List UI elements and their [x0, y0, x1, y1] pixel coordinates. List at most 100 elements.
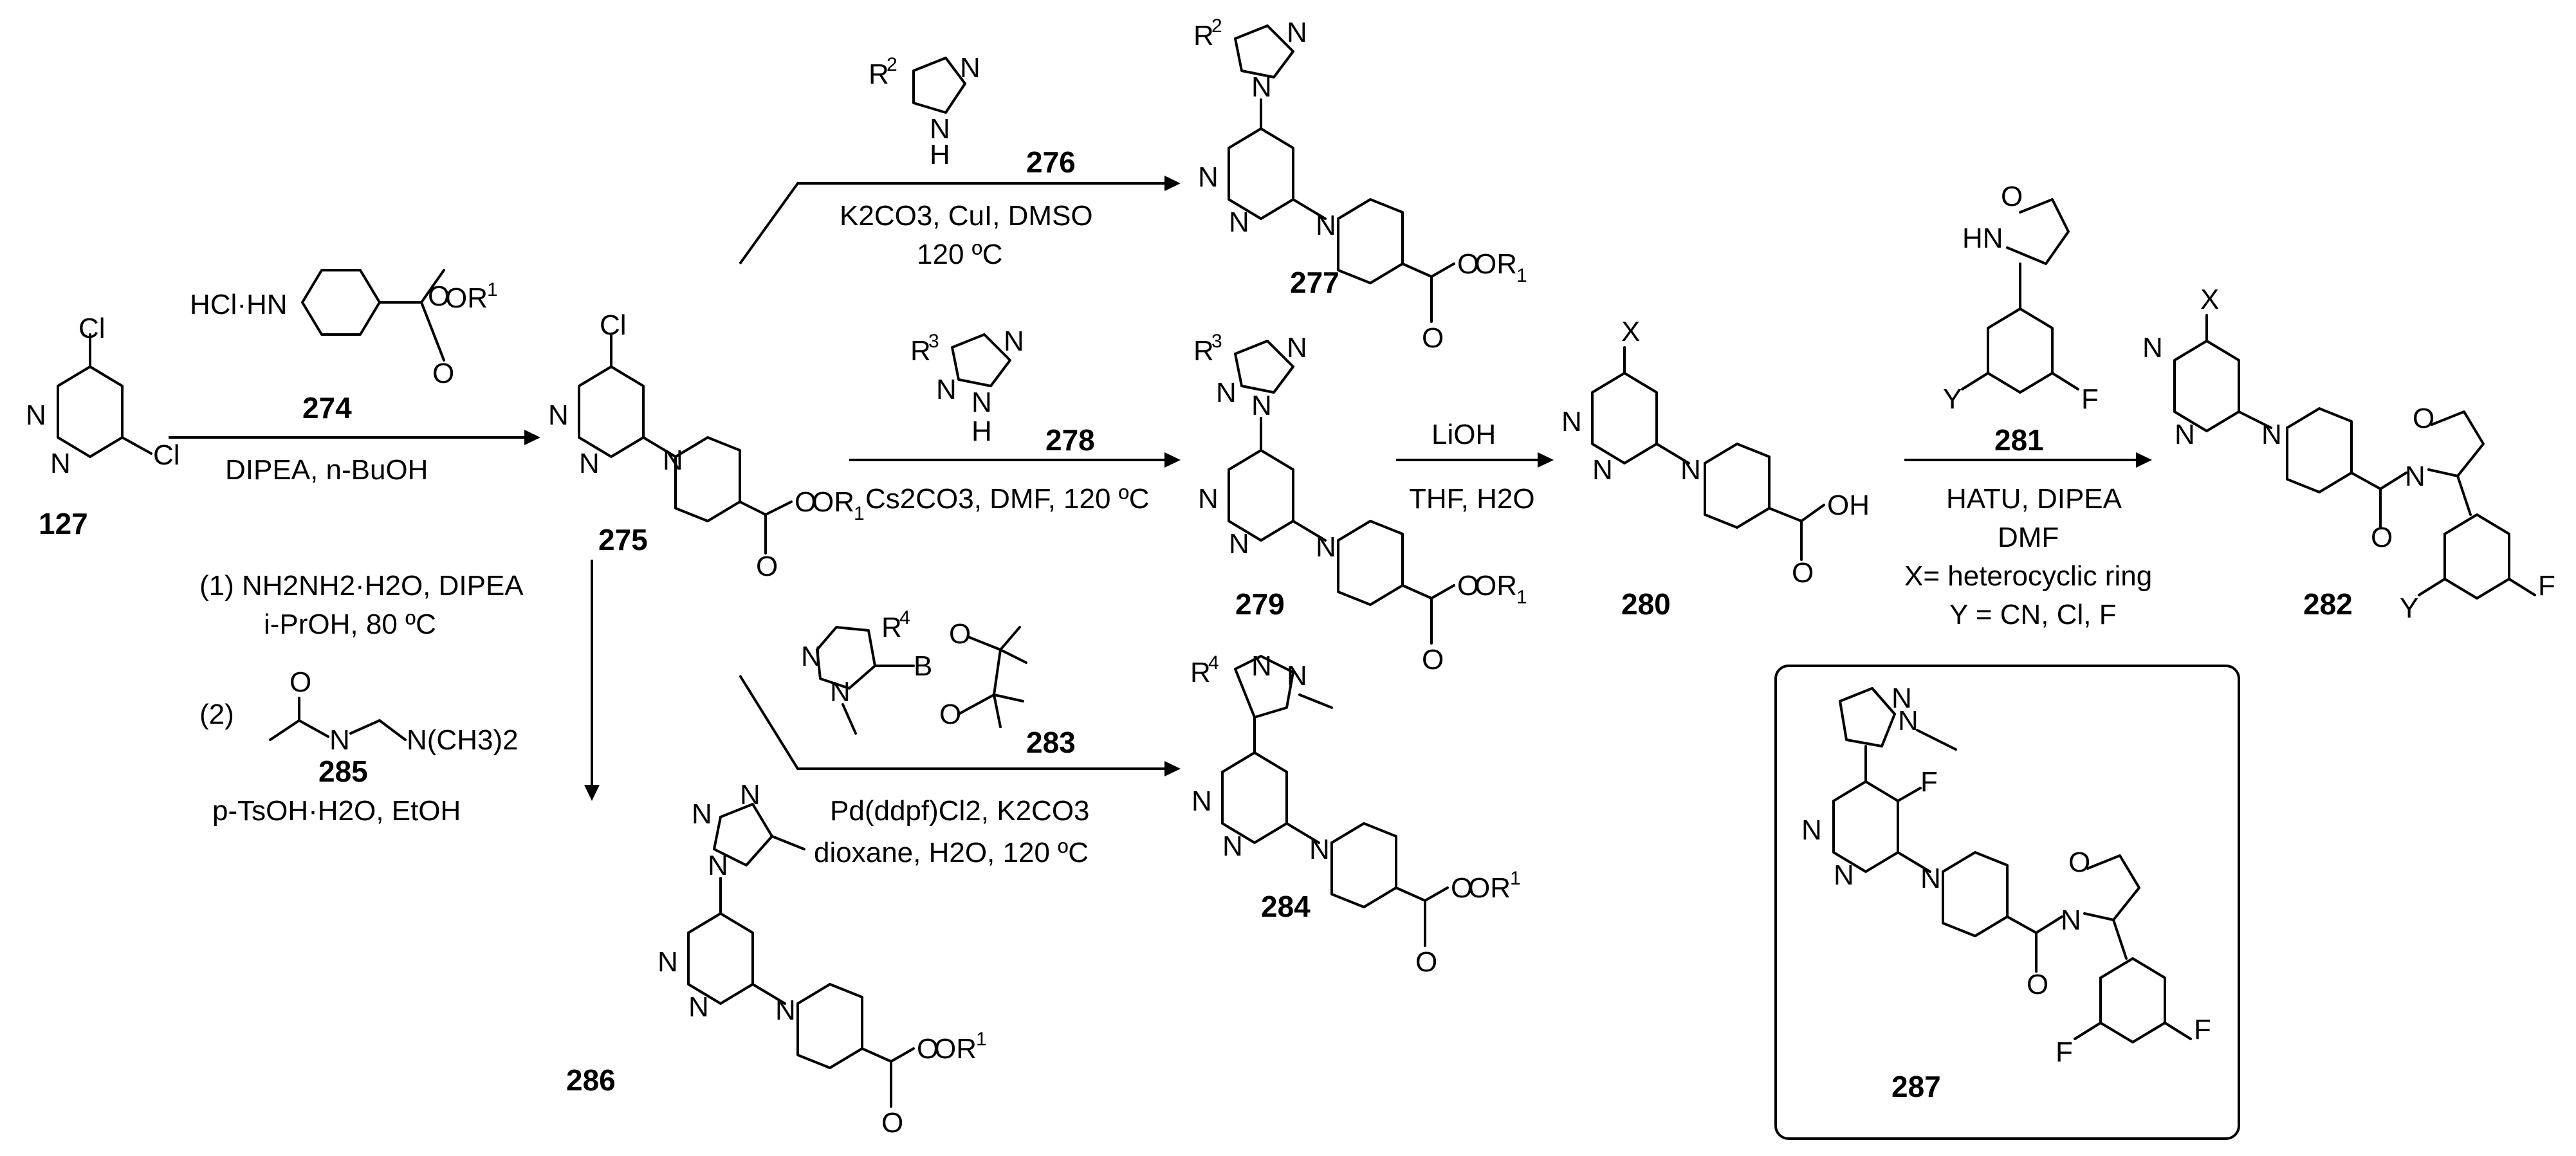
- carbonyl-o-label: O: [756, 551, 778, 582]
- condition-283-line1: Pd(ddpf)Cl2, K2CO3: [830, 795, 1090, 827]
- atom-n: N: [1198, 161, 1219, 193]
- structure-283: N N R 4 B O O 283: [801, 607, 1076, 759]
- condition-276-line1: K2CO3, CuI, DMSO: [840, 200, 1093, 232]
- atom-f: F: [2081, 383, 2099, 415]
- atom-n: N: [2261, 419, 2282, 450]
- atom-y: Y: [1943, 383, 1962, 415]
- atom-cl: Cl: [153, 439, 180, 471]
- atom-o: O: [290, 666, 311, 698]
- r1-superscript: 1: [1510, 868, 1521, 889]
- atom-n: N: [1004, 326, 1024, 357]
- r4-superscript: 4: [899, 607, 910, 628]
- atom-n: N: [692, 798, 712, 830]
- atom-n: N: [2175, 419, 2195, 450]
- compound-label-278: 278: [1045, 423, 1095, 457]
- r1-subscript: 1: [1516, 587, 1527, 608]
- condition-hydrolysis-line2: THF, H2O: [1409, 483, 1535, 515]
- compound-label-127: 127: [39, 507, 88, 540]
- atom-n: N: [1834, 859, 1854, 891]
- ester-o-label: O: [1457, 570, 1479, 601]
- atom-n: N: [1229, 528, 1249, 560]
- atom-cl: Cl: [600, 309, 627, 341]
- or1-label: OR: [445, 282, 488, 314]
- r1-subscript: 1: [854, 503, 865, 524]
- atom-f: F: [2194, 1014, 2211, 1045]
- structure-276: OR R 2 N N H 276: [869, 52, 1076, 179]
- atom-n: N: [1191, 785, 1212, 817]
- ring-o-label: O: [2068, 847, 2090, 878]
- ester-o-label: O: [1457, 248, 1479, 280]
- hn-label: HN: [1962, 223, 2003, 254]
- hcl-hn-label: HCl·HN: [190, 289, 288, 320]
- structure-281: HN O Y F 281: [1943, 181, 2099, 457]
- atom-n: N: [329, 724, 350, 756]
- atom-b: B: [914, 650, 932, 682]
- atom-r: R: [1193, 335, 1214, 367]
- atom-x: X: [2200, 284, 2219, 315]
- atom-h: H: [930, 139, 950, 170]
- arrow-275-to-277: [739, 182, 1171, 265]
- condition-285-3: (2): [199, 699, 234, 730]
- carbonyl-o-label: O: [432, 358, 454, 389]
- atom-n: N: [801, 641, 822, 672]
- compound-label-284: 284: [1261, 890, 1311, 923]
- atom-n: N: [1801, 814, 1822, 846]
- r3-superscript: 3: [1211, 331, 1222, 352]
- compound-label-285: 285: [318, 755, 368, 788]
- r3-superscript: 3: [928, 331, 939, 352]
- carbonyl-o-label: O: [1415, 946, 1437, 978]
- structure-274: HCl·HN O O OR 1 274: [190, 269, 498, 425]
- compound-label-286: 286: [566, 1063, 616, 1097]
- atom-f: F: [1920, 766, 1938, 798]
- structure-277: R 2 N N N N N O O OR 1 277: [1193, 15, 1527, 354]
- atom-n: N: [2142, 332, 2163, 363]
- atom-n: N: [1198, 483, 1219, 515]
- atom-r: R: [1193, 20, 1214, 51]
- atom-o: O: [949, 618, 971, 650]
- condition-283-line2: dioxane, H2O, 120 ºC: [814, 837, 1089, 868]
- condition-276-line2: 120 ºC: [917, 239, 1002, 270]
- compound-label-279: 279: [1235, 587, 1285, 621]
- atom-f: F: [2056, 1036, 2073, 1068]
- atom-n: N: [1251, 390, 1272, 421]
- structure-282: X N N N O N O Y F 282: [2142, 284, 2555, 624]
- r1-superscript: 1: [487, 279, 498, 300]
- condition-coupling-3: X= heterocyclic ring: [1904, 560, 2152, 592]
- condition-step1: DIPEA, n-BuOH: [225, 454, 428, 486]
- atom-n: N: [930, 113, 950, 145]
- compound-label-282: 282: [2303, 587, 2353, 621]
- atom-n: N: [740, 779, 760, 811]
- r1-superscript: 1: [976, 1029, 987, 1050]
- atom-n: N: [50, 448, 71, 479]
- atom-n: N: [1287, 332, 1307, 363]
- atom-h: H: [971, 416, 992, 447]
- compound-label-287: 287: [1891, 1070, 1941, 1103]
- atom-f: F: [2538, 570, 2555, 601]
- r1-subscript: 1: [1516, 265, 1527, 286]
- atom-n: N: [708, 850, 728, 881]
- carbonyl-o-label: O: [881, 1107, 903, 1139]
- atom-n: N: [936, 374, 957, 405]
- ring-o-label: O: [2413, 403, 2434, 434]
- atom-n: N: [1216, 377, 1237, 408]
- atom-n: N: [2405, 461, 2425, 492]
- atom-cl: Cl: [78, 313, 106, 344]
- atom-n: N: [2061, 904, 2081, 936]
- compound-label-277: 277: [1290, 266, 1339, 299]
- r4-superscript: 4: [1208, 652, 1219, 674]
- structure-275: Cl N N N O O OR 1 275: [548, 309, 865, 582]
- atom-n: N: [688, 991, 709, 1023]
- atom-n: N: [960, 52, 980, 84]
- structure-286: N N N N N N O O OR 1 286: [566, 779, 987, 1139]
- condition-285-4: p-TsOH·H2O, EtOH: [212, 795, 461, 827]
- structure-284: R 4 N N N N N O O OR 1 284: [1190, 650, 1521, 978]
- atom-n: N: [1251, 650, 1272, 682]
- atom-n: N: [1898, 705, 1918, 737]
- or1-label: OR: [812, 486, 854, 518]
- nme2-label: N(CH3)2: [407, 724, 519, 756]
- atom-r: R: [869, 59, 889, 90]
- or1-label: OR: [1475, 248, 1517, 280]
- highlight-box-287: [1774, 665, 2240, 1140]
- ester-o-label: O: [795, 486, 816, 518]
- atom-n: N: [775, 995, 796, 1026]
